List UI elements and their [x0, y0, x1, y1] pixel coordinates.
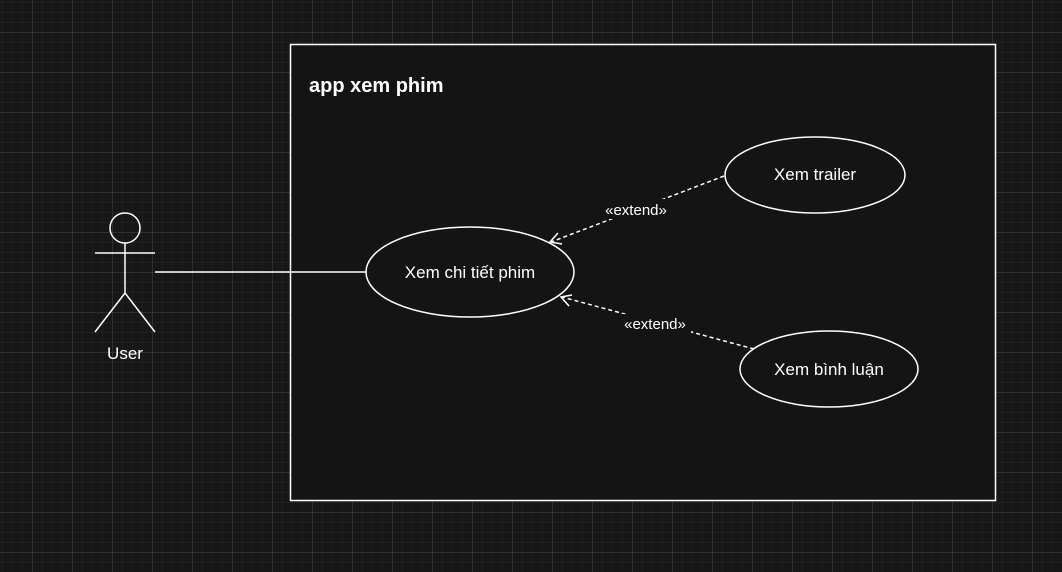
actor-user[interactable] — [94, 212, 156, 333]
system-title: app xem phim — [309, 75, 443, 97]
actor-left-leg — [94, 292, 126, 333]
use-case-comments[interactable] — [739, 330, 919, 408]
actor-right-leg — [124, 292, 156, 333]
use-case-comments-label: Xem bình luận — [774, 360, 884, 379]
extend-trailer-arrowhead — [548, 232, 563, 245]
actor-label: User — [107, 344, 143, 363]
extend-trailer-label-bg — [600, 199, 672, 219]
extend-trailer-label: «extend» — [605, 202, 667, 219]
extend-comments-label-bg — [619, 314, 691, 334]
extend-comments-label: «extend» — [624, 316, 686, 333]
extend-comments-arrowhead — [559, 294, 573, 307]
use-case-trailer[interactable] — [724, 136, 906, 214]
use-case-detail-label: Xem chi tiết phim — [405, 263, 535, 282]
actor-head — [109, 212, 141, 244]
use-case-detail[interactable] — [365, 226, 575, 318]
use-case-trailer-label: Xem trailer — [774, 165, 857, 184]
